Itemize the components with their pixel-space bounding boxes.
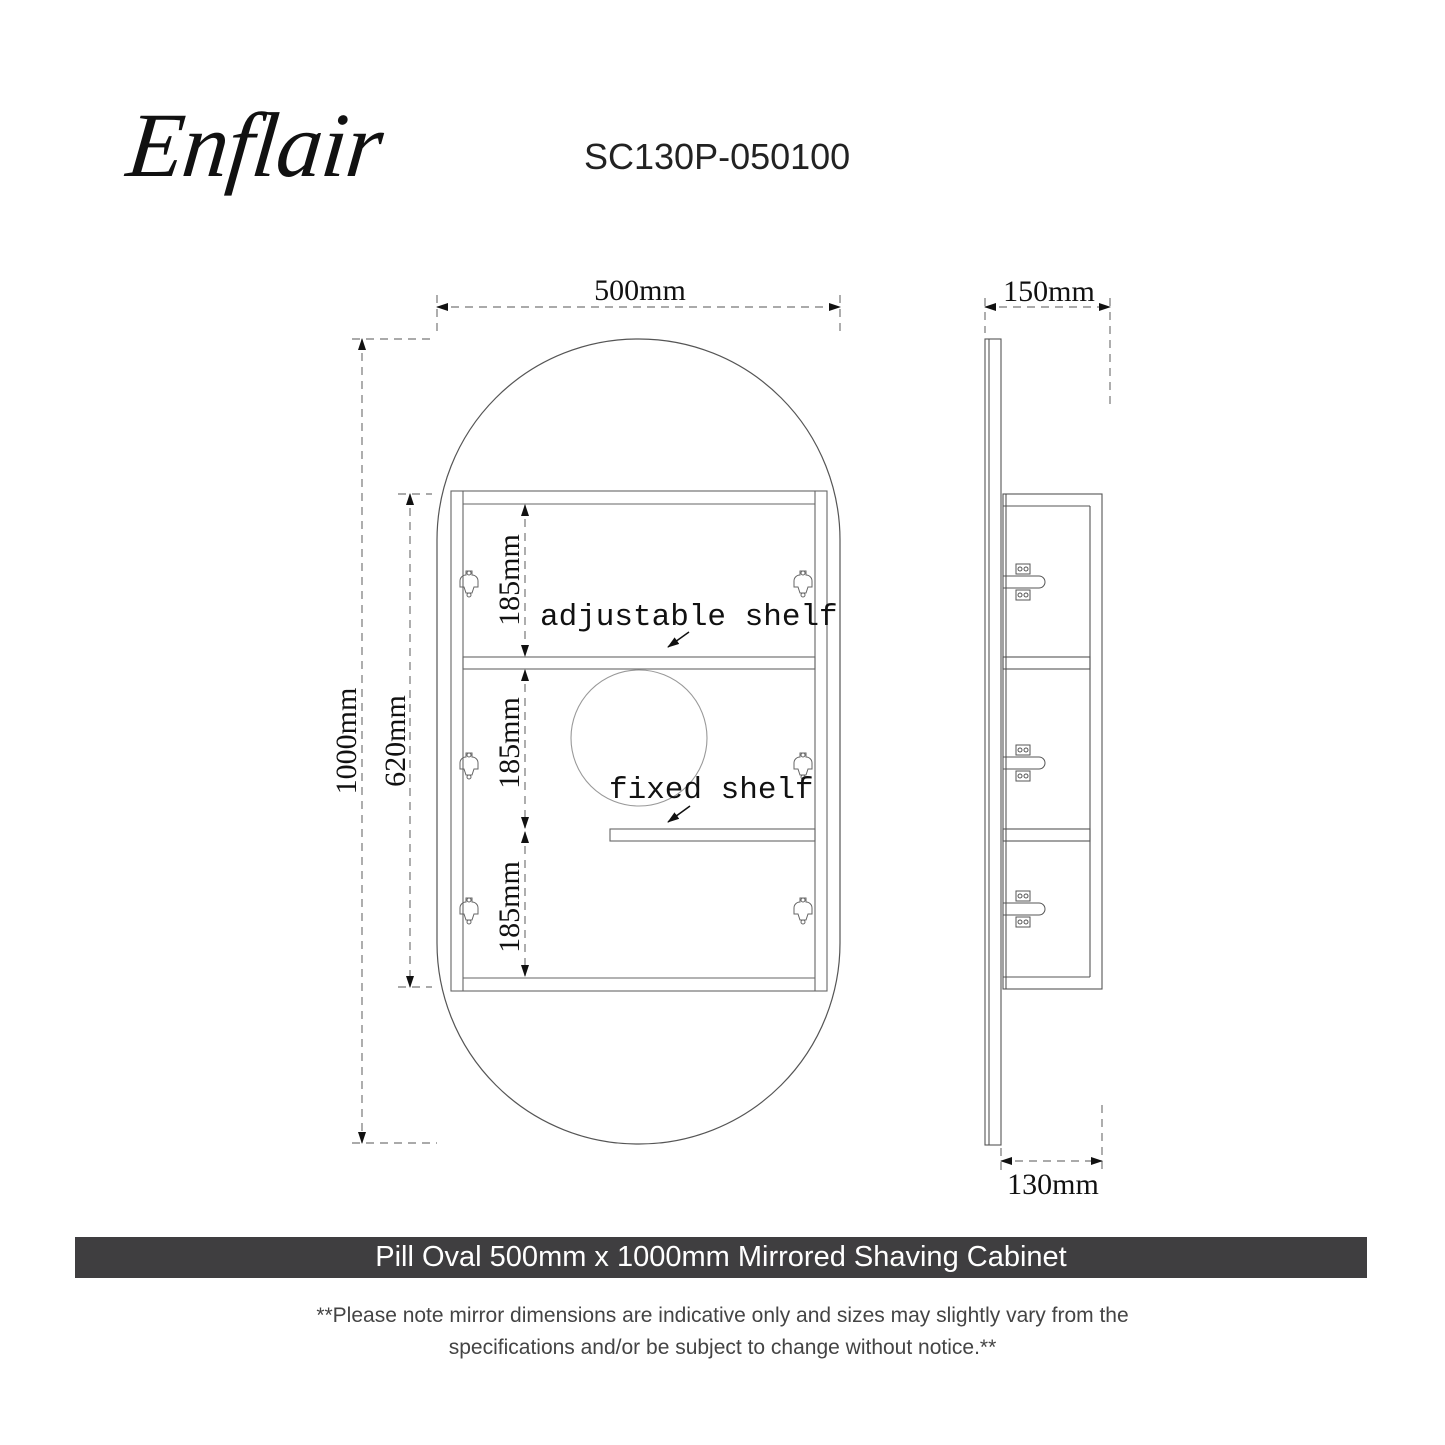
- side-view: 150mm 130mm: [984, 275, 1111, 1201]
- cabinet-box: [450, 490, 828, 992]
- mirror-outline: [436, 338, 841, 1145]
- width-dimension: 500mm: [594, 274, 686, 307]
- cabinet-depth-dimension: 130mm: [1007, 1168, 1099, 1201]
- adjustable-shelf-arrow: [667, 631, 690, 648]
- adjustable-shelf-label: adjustable shelf: [540, 600, 838, 635]
- front-view: 500mm 1000mm 620mm 185mm 185mm 185mm adj…: [330, 274, 841, 1145]
- fixed-shelf-arrow: [667, 805, 691, 823]
- disclaimer: **Please note mirror dimensions are indi…: [200, 1300, 1245, 1364]
- disclaimer-line-1: **Please note mirror dimensions are indi…: [316, 1304, 1129, 1327]
- cabinet-height-dimension: 620mm: [379, 695, 412, 787]
- disclaimer-line-2: specifications and/or be subject to chan…: [448, 1336, 997, 1359]
- compartment-2-dimension: 185mm: [493, 697, 526, 789]
- compartment-3-dimension: 185mm: [493, 861, 526, 953]
- product-title-banner: Pill Oval 500mm x 1000mm Mirrored Shavin…: [75, 1237, 1367, 1278]
- fixed-shelf-label: fixed shelf: [609, 773, 814, 808]
- total-depth-dimension: 150mm: [1003, 275, 1095, 308]
- model-code: SC130P-050100: [584, 136, 851, 177]
- compartment-1-dimension: 185mm: [493, 534, 526, 626]
- height-dimension: 1000mm: [330, 688, 363, 795]
